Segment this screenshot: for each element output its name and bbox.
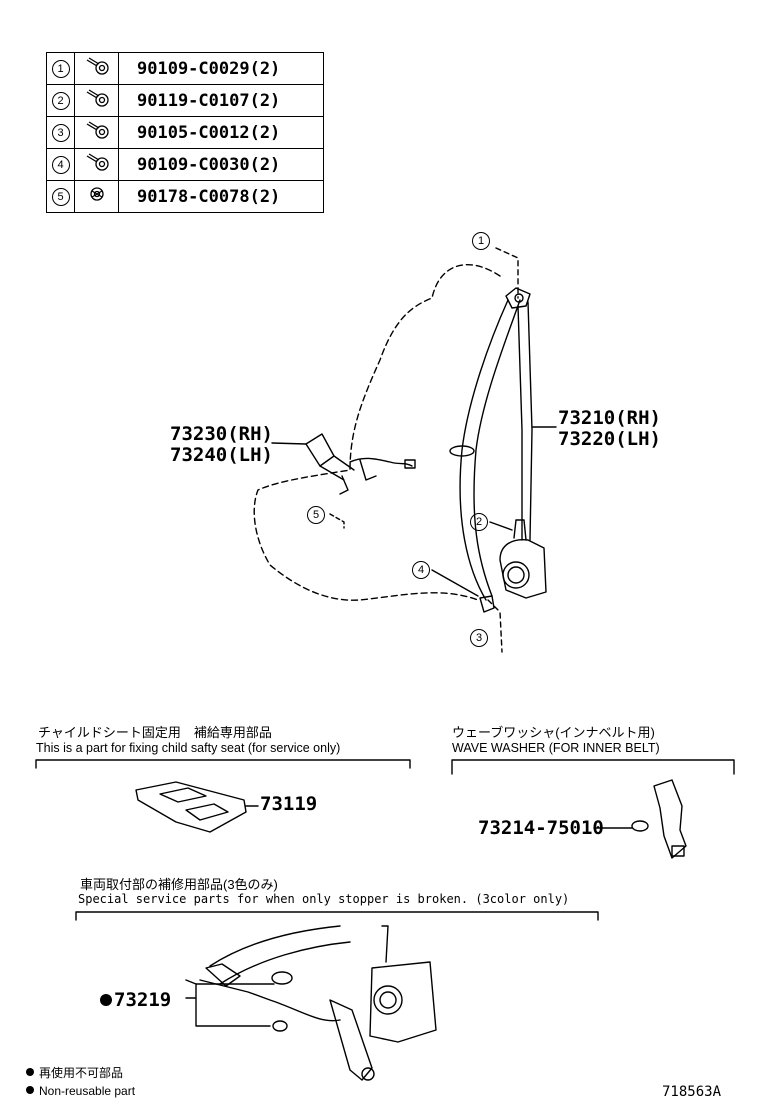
parts-row-number: 3 — [46, 116, 75, 149]
upper-anchor — [505, 287, 531, 309]
non-reusable-bullet-icon — [100, 994, 112, 1006]
bullet-icon — [26, 1086, 34, 1094]
stopper-assembly — [209, 925, 351, 985]
bolt-icon — [74, 84, 119, 117]
parts-row-partnumber: 90109-C0029(2) — [118, 52, 324, 85]
parts-row: 3 90105-C0012(2) — [46, 116, 324, 149]
child-caption-en: This is a part for fixing child safty se… — [36, 741, 341, 755]
legend-en: Non-reusable part — [26, 1082, 135, 1100]
washer-caption-jp: ウェーブワッシャ(インナベルト用) — [452, 725, 655, 740]
anchor-line-3 — [487, 599, 503, 653]
parts-row-partnumber: 90105-C0012(2) — [118, 116, 324, 149]
label-belt: 73210(RH) 73220(LH) — [558, 408, 661, 450]
bracket-washer — [451, 759, 735, 775]
parts-row-number: 1 — [46, 52, 75, 85]
bolt-icon — [74, 116, 119, 149]
bracket-child — [35, 759, 411, 769]
label-buckle: 73230(RH) 73240(LH) — [170, 424, 273, 466]
figure-id: 718563A — [662, 1084, 722, 1100]
callout-2: 2 — [470, 512, 488, 531]
callout-1: 1 — [472, 231, 490, 250]
parts-row-partnumber: 90119-C0107(2) — [118, 84, 324, 117]
buckle — [305, 433, 335, 467]
label-buckle-rh: 73230(RH) — [170, 423, 273, 445]
callout-5: 5 — [307, 505, 325, 524]
label-washer-part: 73214-75010 — [478, 817, 604, 839]
callout-3: 3 — [470, 628, 488, 647]
parts-row: 4 90109-C0030(2) — [46, 148, 324, 181]
legend: 再使用不可部品 Non-reusable part — [26, 1064, 135, 1100]
anchor-line-5 — [329, 513, 345, 529]
label-buckle-lh: 73240(LH) — [170, 444, 273, 466]
retractor — [499, 538, 547, 599]
seat-outline — [253, 263, 501, 601]
stopper-caption-en: Special service parts for when only stop… — [78, 892, 570, 906]
parts-row-number: 5 — [46, 180, 75, 213]
bolt-icon — [74, 52, 119, 85]
stopper-caption-jp: 車両取付部の補修用部品(3色のみ) — [80, 877, 278, 892]
parts-row-number: 4 — [46, 148, 75, 181]
child-seat-part — [135, 781, 247, 833]
child-caption-jp: チャイルドシート固定用 補給専用部品 — [38, 725, 272, 740]
bracket-stopper — [75, 911, 599, 921]
anchor-line-1 — [495, 247, 519, 299]
bullet-icon — [26, 1068, 34, 1076]
bolt-icon — [74, 148, 119, 181]
legend-jp: 再使用不可部品 — [26, 1064, 135, 1082]
callout-4: 4 — [412, 560, 430, 579]
label-stopper-part: 73219 — [100, 990, 171, 1011]
washer-buckle — [653, 779, 687, 859]
label-belt-rh: 73210(RH) — [558, 407, 661, 429]
parts-row-partnumber: 90178-C0078(2) — [118, 180, 324, 213]
belt-strap — [459, 299, 509, 601]
parts-row: 1 90109-C0029(2) — [46, 52, 324, 85]
washer-caption-en: WAVE WASHER (FOR INNER BELT) — [452, 741, 660, 755]
label-child-part: 73119 — [260, 793, 318, 815]
parts-row-partnumber: 90109-C0030(2) — [118, 148, 324, 181]
parts-row: 5 90178-C0078(2) — [46, 180, 324, 213]
label-belt-lh: 73220(LH) — [558, 428, 661, 450]
